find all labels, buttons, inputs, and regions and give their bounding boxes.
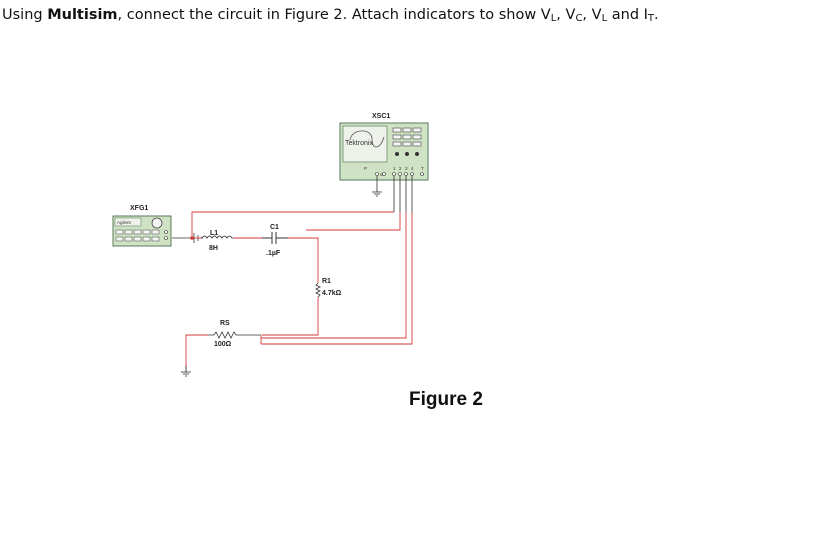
oscilloscope-knobs bbox=[395, 152, 419, 156]
wire-junction-dot bbox=[190, 236, 194, 240]
capacitor-c1[interactable]: C1 .1µF bbox=[262, 224, 288, 257]
oscilloscope-channel-1-label: 1 bbox=[393, 166, 396, 171]
resistor-rs-value: 100Ω bbox=[214, 341, 232, 348]
capacitor-name: C1 bbox=[270, 224, 279, 231]
software-name: Multisim bbox=[47, 7, 118, 23]
oscilloscope-xsc1[interactable]: XSC1 Tektronix P G 1 2 3 4 T bbox=[339, 113, 429, 212]
oscilloscope-channel-4-label: 4 bbox=[411, 166, 414, 171]
function-generator-dial-icon bbox=[151, 217, 163, 229]
resistor-rs[interactable]: RS 100Ω bbox=[208, 320, 261, 348]
function-generator-xfg1[interactable]: XFG1 Agilent bbox=[112, 205, 172, 247]
resistor-r1-zigzag-icon bbox=[315, 282, 321, 298]
capacitor-plates-icon bbox=[262, 232, 288, 244]
resistor-r1-name: R1 bbox=[322, 278, 331, 285]
oscilloscope-trigger-label: T bbox=[421, 166, 424, 171]
oscilloscope-refdes: XSC1 bbox=[372, 113, 390, 120]
instruction-text: Using Multisim, connect the circuit in F… bbox=[2, 7, 659, 24]
inductor-l1[interactable]: L1 8H bbox=[201, 230, 234, 252]
function-generator-refdes: XFG1 bbox=[130, 205, 148, 212]
resistor-rs-name: RS bbox=[220, 320, 230, 327]
inductor-name: L1 bbox=[210, 230, 218, 237]
resistor-rs-zigzag-icon bbox=[208, 331, 261, 339]
resistor-r1[interactable]: R1 4.7kΩ bbox=[315, 278, 342, 298]
inductor-coil-icon bbox=[201, 235, 234, 239]
oscilloscope-brand: Tektronix bbox=[345, 140, 374, 147]
function-generator-brand: Agilent bbox=[117, 220, 132, 225]
inductor-value: 8H bbox=[209, 245, 218, 252]
oscilloscope-probe-label: P bbox=[364, 166, 367, 171]
resistor-r1-value: 4.7kΩ bbox=[322, 290, 342, 297]
oscilloscope-terminals[interactable] bbox=[375, 172, 424, 176]
oscilloscope-buttons bbox=[392, 127, 422, 147]
oscilloscope-channel-3-label: 3 bbox=[405, 166, 408, 171]
red-wires bbox=[185, 211, 413, 370]
oscilloscope-channel-2-label: 2 bbox=[399, 166, 402, 171]
function-generator-output-terminals[interactable] bbox=[164, 230, 168, 240]
circuit-ground-icon bbox=[181, 366, 191, 377]
function-generator-display bbox=[114, 217, 142, 227]
function-generator-buttons bbox=[115, 229, 160, 242]
oscilloscope-probe-leads bbox=[393, 176, 413, 212]
oscilloscope-ground-label: G bbox=[380, 172, 384, 177]
capacitor-value: .1µF bbox=[266, 250, 281, 257]
oscilloscope-waveform-icon bbox=[349, 130, 385, 148]
oscilloscope-ground-symbol bbox=[372, 176, 382, 197]
figure-caption: Figure 2 bbox=[409, 389, 483, 410]
oscilloscope-screen bbox=[342, 125, 388, 163]
